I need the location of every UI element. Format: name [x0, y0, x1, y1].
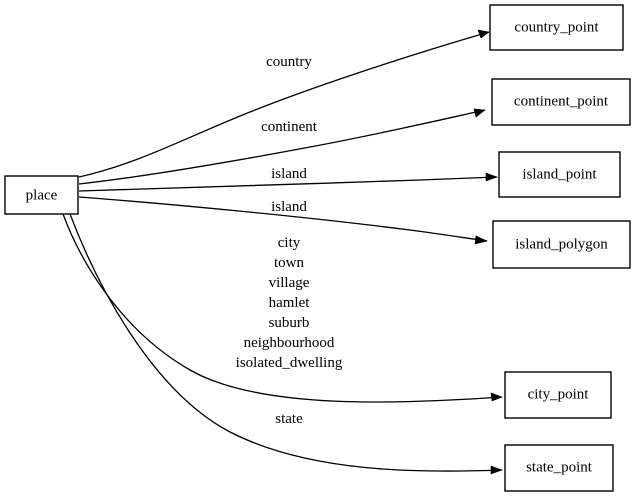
node-continent-point-label: continent_point	[514, 93, 609, 109]
node-state-point-label: state_point	[526, 459, 593, 475]
arrow-head-city-point	[490, 392, 503, 402]
node-city-point-label: city_point	[528, 386, 590, 402]
edge-line-country	[78, 31, 490, 178]
edge-line-state-point	[69, 213, 503, 472]
node-island-point[interactable]: island_point	[498, 151, 621, 198]
node-island-polygon-label: island_polygon	[515, 236, 608, 252]
edge-line-island-point	[78, 176, 498, 192]
edge-label-continent: continent	[261, 119, 318, 135]
edge-line-city-point	[62, 213, 503, 403]
edge-place-to-state-point	[69, 213, 503, 475]
edge-label-state: state	[275, 411, 303, 427]
arrow-head-country	[477, 29, 490, 39]
node-state-point-box[interactable]	[504, 444, 614, 492]
node-state-point[interactable]: state_point	[504, 444, 614, 492]
node-continent-point[interactable]: continent_point	[491, 78, 631, 126]
node-place-box[interactable]	[4, 175, 79, 215]
edge-place-to-island-point	[78, 172, 498, 192]
node-country-point-box[interactable]	[489, 4, 624, 51]
edge-label-city-line-5: suburb	[269, 315, 310, 331]
edge-label-city-point-group: city town village hamlet suburb neighbou…	[236, 235, 343, 371]
node-place-label: place	[26, 187, 58, 203]
edge-label-city-line-3: village	[269, 275, 310, 291]
node-city-point-box[interactable]	[504, 371, 612, 419]
edge-label-city-line-7: isolated_dwelling	[236, 355, 343, 371]
edge-label-city-line-2: town	[274, 255, 305, 271]
arrow-head-state-point	[490, 465, 503, 475]
edge-place-to-island-polygon	[78, 196, 488, 245]
arrow-head-island-polygon	[474, 235, 488, 245]
node-island-point-box[interactable]	[498, 151, 621, 198]
node-city-point[interactable]: city_point	[504, 371, 612, 419]
edge-label-island-polygon: island	[271, 199, 307, 215]
edge-label-country: country	[266, 54, 312, 70]
edge-place-to-continent-point	[78, 108, 486, 185]
node-country-point-label: country_point	[514, 19, 599, 35]
edge-line-continent	[78, 109, 486, 185]
node-island-polygon[interactable]: island_polygon	[492, 220, 631, 269]
edge-label-city-line-4: hamlet	[269, 295, 311, 311]
edge-place-to-city-point	[62, 213, 503, 403]
node-island-polygon-box[interactable]	[492, 220, 631, 269]
node-place[interactable]: place	[4, 175, 79, 215]
edge-place-to-country-point	[78, 29, 490, 178]
arrow-head-continent	[473, 108, 486, 118]
node-country-point[interactable]: country_point	[489, 4, 624, 51]
edge-label-city-line-1: city	[278, 235, 301, 251]
edge-label-island-point: island	[271, 166, 307, 182]
node-island-point-label: island_point	[522, 166, 597, 182]
edge-label-city-line-6: neighbourhood	[244, 335, 335, 351]
node-continent-point-box[interactable]	[491, 78, 631, 126]
edge-line-island-polygon	[78, 196, 488, 242]
arrow-head-island-point	[485, 172, 498, 182]
